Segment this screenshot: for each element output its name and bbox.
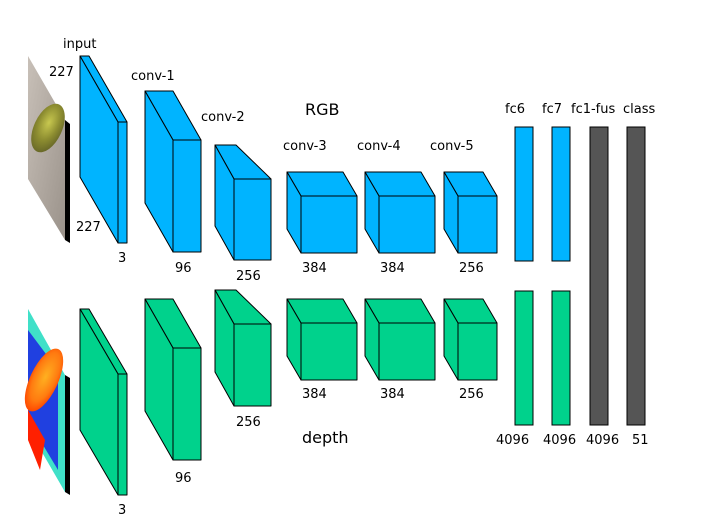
- rgb-conv3-dim: 384: [302, 261, 327, 276]
- fc1-fus-label: fc1-fus: [571, 102, 616, 117]
- fc1-fus-bar: [589, 126, 609, 426]
- rgb-conv5-block: [443, 171, 498, 254]
- depth-fc6-bar: [514, 290, 534, 426]
- conv3-label: conv-3: [283, 139, 327, 154]
- depth-conv5-dim: 256: [459, 387, 484, 402]
- rgb-input-image: [28, 56, 70, 243]
- class-label: class: [623, 102, 655, 117]
- rgb-conv1-block: [144, 90, 202, 253]
- rgb-conv5-dim: 256: [459, 261, 484, 276]
- depth-conv2-block: [214, 289, 272, 407]
- rgb-conv3-block: [286, 171, 358, 254]
- conv4-label: conv-4: [357, 139, 401, 154]
- depth-stream-label: depth: [302, 428, 349, 447]
- fc1-fus-dim: 4096: [586, 433, 619, 448]
- fc7-label: fc7: [542, 102, 562, 117]
- conv2-label: conv-2: [201, 110, 245, 125]
- input-height-label: 227: [49, 65, 74, 80]
- depth-conv5-block: [443, 298, 498, 381]
- depth-conv1-dim: 96: [175, 471, 192, 486]
- input-width-label: 227: [76, 220, 101, 235]
- depth-input-image: [24, 309, 70, 495]
- rgb-conv2-dim: 256: [236, 269, 261, 284]
- depth-conv1-block: [144, 298, 202, 461]
- depth-conv3-dim: 384: [302, 387, 327, 402]
- rgb-conv1-dim: 96: [175, 261, 192, 276]
- class-bar: [626, 126, 646, 426]
- depth-conv3-block: [286, 298, 358, 381]
- depth-conv4-dim: 384: [380, 387, 405, 402]
- fc6-dim: 4096: [496, 433, 529, 448]
- conv5-label: conv-5: [430, 139, 474, 154]
- depth-conv4-block: [364, 298, 436, 381]
- rgb-fc6-bar: [514, 126, 534, 262]
- fc7-dim: 4096: [543, 433, 576, 448]
- rgb-input-channels-label: 3: [118, 251, 126, 266]
- fc6-label: fc6: [505, 102, 525, 117]
- rgb-fc7-bar: [551, 126, 571, 262]
- rgb-stream-label: RGB: [305, 100, 340, 119]
- depth-input-block: [79, 308, 128, 496]
- input-label: input: [63, 37, 96, 52]
- depth-fc7-bar: [551, 290, 571, 426]
- rgb-conv2-block: [214, 144, 272, 261]
- depth-conv2-dim: 256: [236, 415, 261, 430]
- rgb-input-block: [79, 55, 128, 244]
- rgb-conv4-block: [364, 171, 436, 254]
- depth-input-channels-label: 3: [118, 503, 126, 518]
- conv1-label: conv-1: [131, 69, 175, 84]
- class-dim: 51: [632, 433, 649, 448]
- rgb-conv4-dim: 384: [380, 261, 405, 276]
